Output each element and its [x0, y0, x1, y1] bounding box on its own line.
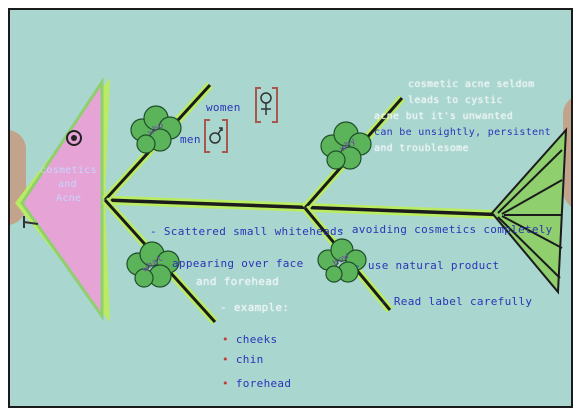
who-men: men [180, 133, 201, 146]
cloud-bubble-icon [320, 121, 372, 170]
fish-tail [490, 127, 568, 295]
why-line-3: acne but it's unwanted [374, 111, 514, 122]
fish-head [20, 77, 104, 321]
how-item-3: - Read label carefully [380, 295, 533, 308]
tail-ribs [497, 149, 563, 279]
female-symbol-icon [260, 92, 272, 104]
why-line-2: leads to cystic [408, 95, 503, 106]
how-item-1: - avoiding cosmetics completely [338, 223, 553, 236]
bullet-dot: • [222, 377, 229, 390]
fish-eye-pupil [71, 135, 77, 141]
what-item-2: appearing over face [172, 257, 304, 270]
cloud-bubble-icon [126, 241, 180, 288]
fishbone-poster: cosmetics and Acne who what why how wome… [8, 8, 573, 408]
female-symbol-cross [261, 103, 271, 115]
fish-mouth [23, 216, 39, 228]
fishbone-diagram [15, 77, 568, 325]
male-symbol-arrow [217, 127, 223, 135]
male-symbol-icon [209, 132, 221, 144]
why-line-4: can be unsightly, persistent [374, 127, 551, 138]
fish-eye-icon [66, 130, 82, 146]
women-bracket [255, 87, 278, 123]
what-item-3: and forehead [196, 275, 280, 288]
right-hand [563, 95, 571, 210]
what-item-1: - Scattered small whiteheads [150, 225, 344, 238]
bullet-dot: • [222, 353, 229, 366]
cloud-bubble-icon [130, 105, 182, 154]
cloud-bubble-icon [317, 238, 367, 283]
how-item-2: - use natural product [354, 259, 500, 272]
what-example-2-text: chin [235, 353, 264, 366]
why-line-5: and troublesome [374, 143, 469, 154]
what-example-2: • chin [222, 354, 264, 365]
who-women: women [206, 101, 241, 114]
what-example-1: • cheeks [222, 334, 277, 345]
head-title-line-3: Acne [56, 193, 82, 204]
men-bracket [204, 119, 228, 153]
what-example-1-text: cheeks [235, 333, 278, 346]
why-line-1: cosmetic acne seldom [408, 79, 535, 90]
head-title-line-2: and [58, 179, 77, 190]
head-title-line-1: cosmetics [40, 165, 97, 176]
what-example-3-text: forehead [235, 377, 292, 390]
bullet-dot: • [222, 333, 229, 346]
what-example-3: • forehead [222, 378, 291, 389]
what-examples-label: - example: [220, 301, 290, 314]
